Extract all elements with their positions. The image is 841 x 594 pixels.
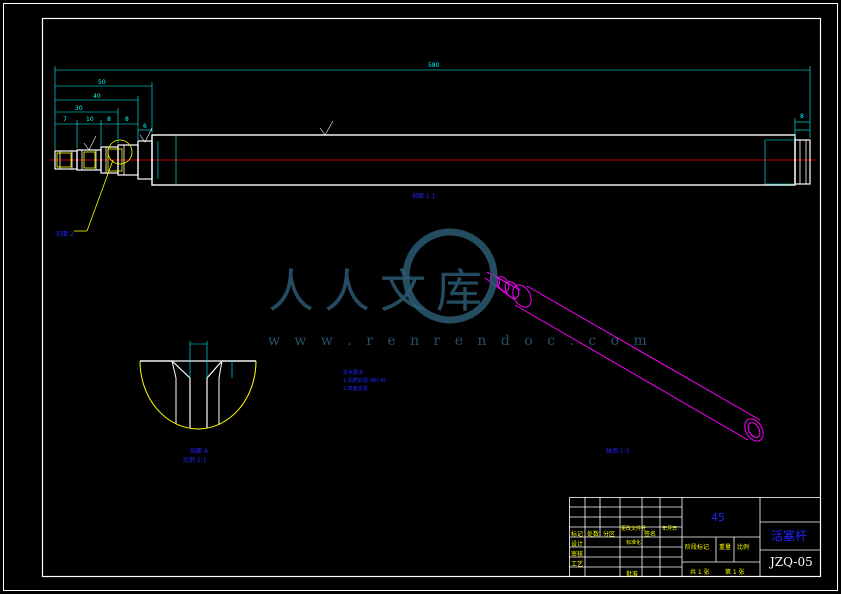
tb-approve: 批准 (626, 571, 639, 578)
tb-date: 年月日 (662, 526, 678, 532)
tb-mark: 标记 (571, 531, 584, 538)
watermark-logo (402, 228, 498, 324)
dim-small-4: 8 (125, 116, 129, 123)
part-name: 活塞杆 (771, 529, 808, 543)
section-scale-label: 比例 2:1 (183, 457, 207, 464)
tech-note-2: 2.表面发黑 (343, 386, 368, 392)
iso-view-label: 轴测 1:5 (606, 448, 630, 455)
main-view-label: 剖面 1:1 (412, 193, 436, 200)
watermark-text: 人人文库 (268, 264, 492, 318)
tb-sheet-no: 第 1 张 (725, 569, 745, 576)
dim-top-left-2: 40 (93, 93, 101, 100)
isometric-view (484, 271, 764, 442)
piston-rod-main-view (50, 134, 816, 232)
tb-process: 工艺 (571, 561, 584, 568)
dim-right-end: 8 (800, 113, 804, 120)
tb-change-doc: 更改文件号 (621, 526, 647, 532)
tb-std: 标准化 (626, 540, 642, 546)
dim-small-2: 10 (86, 116, 94, 123)
tech-note-title: 技术要求 (343, 370, 364, 376)
material-value: 45 (711, 511, 725, 524)
tb-weight: 重量 (719, 544, 732, 551)
drawing-number: JZQ-05 (770, 555, 813, 569)
tb-design: 设计 (571, 541, 584, 548)
dim-small-3: 8 (107, 116, 111, 123)
dim-top-left-1: 50 (98, 79, 106, 86)
section-view (139, 341, 257, 430)
section-view-label: 剖面 A (190, 448, 209, 455)
dim-small-1: 7 (63, 116, 67, 123)
tb-stage: 阶段标记 (685, 544, 710, 551)
watermark-url: w w w . r e n r e n d o c . c o m (268, 333, 652, 349)
tb-scale: 比例 (737, 544, 750, 551)
dim-small-5: 6 (143, 123, 147, 130)
detail-a-label: 剖面 2 (56, 231, 74, 238)
overall-length-dim: 580 (428, 62, 440, 69)
dim-top-left-3: 30 (75, 105, 83, 112)
title-block (569, 497, 821, 577)
technical-requirements: 技术要求 1.调质处理 HRC45 2.表面发黑 (343, 371, 386, 392)
outer-border (3, 3, 838, 591)
dimensions (54, 66, 811, 185)
tb-sheets-total: 共 1 张 (690, 569, 710, 576)
tb-sign: 签名 (644, 531, 657, 538)
tb-count: 处数 (587, 531, 600, 538)
tb-check: 审核 (571, 551, 584, 558)
tech-note-1: 1.调质处理 HRC45 (343, 378, 387, 384)
inner-frame (41, 17, 822, 578)
tb-zone: 分区 (603, 531, 616, 538)
